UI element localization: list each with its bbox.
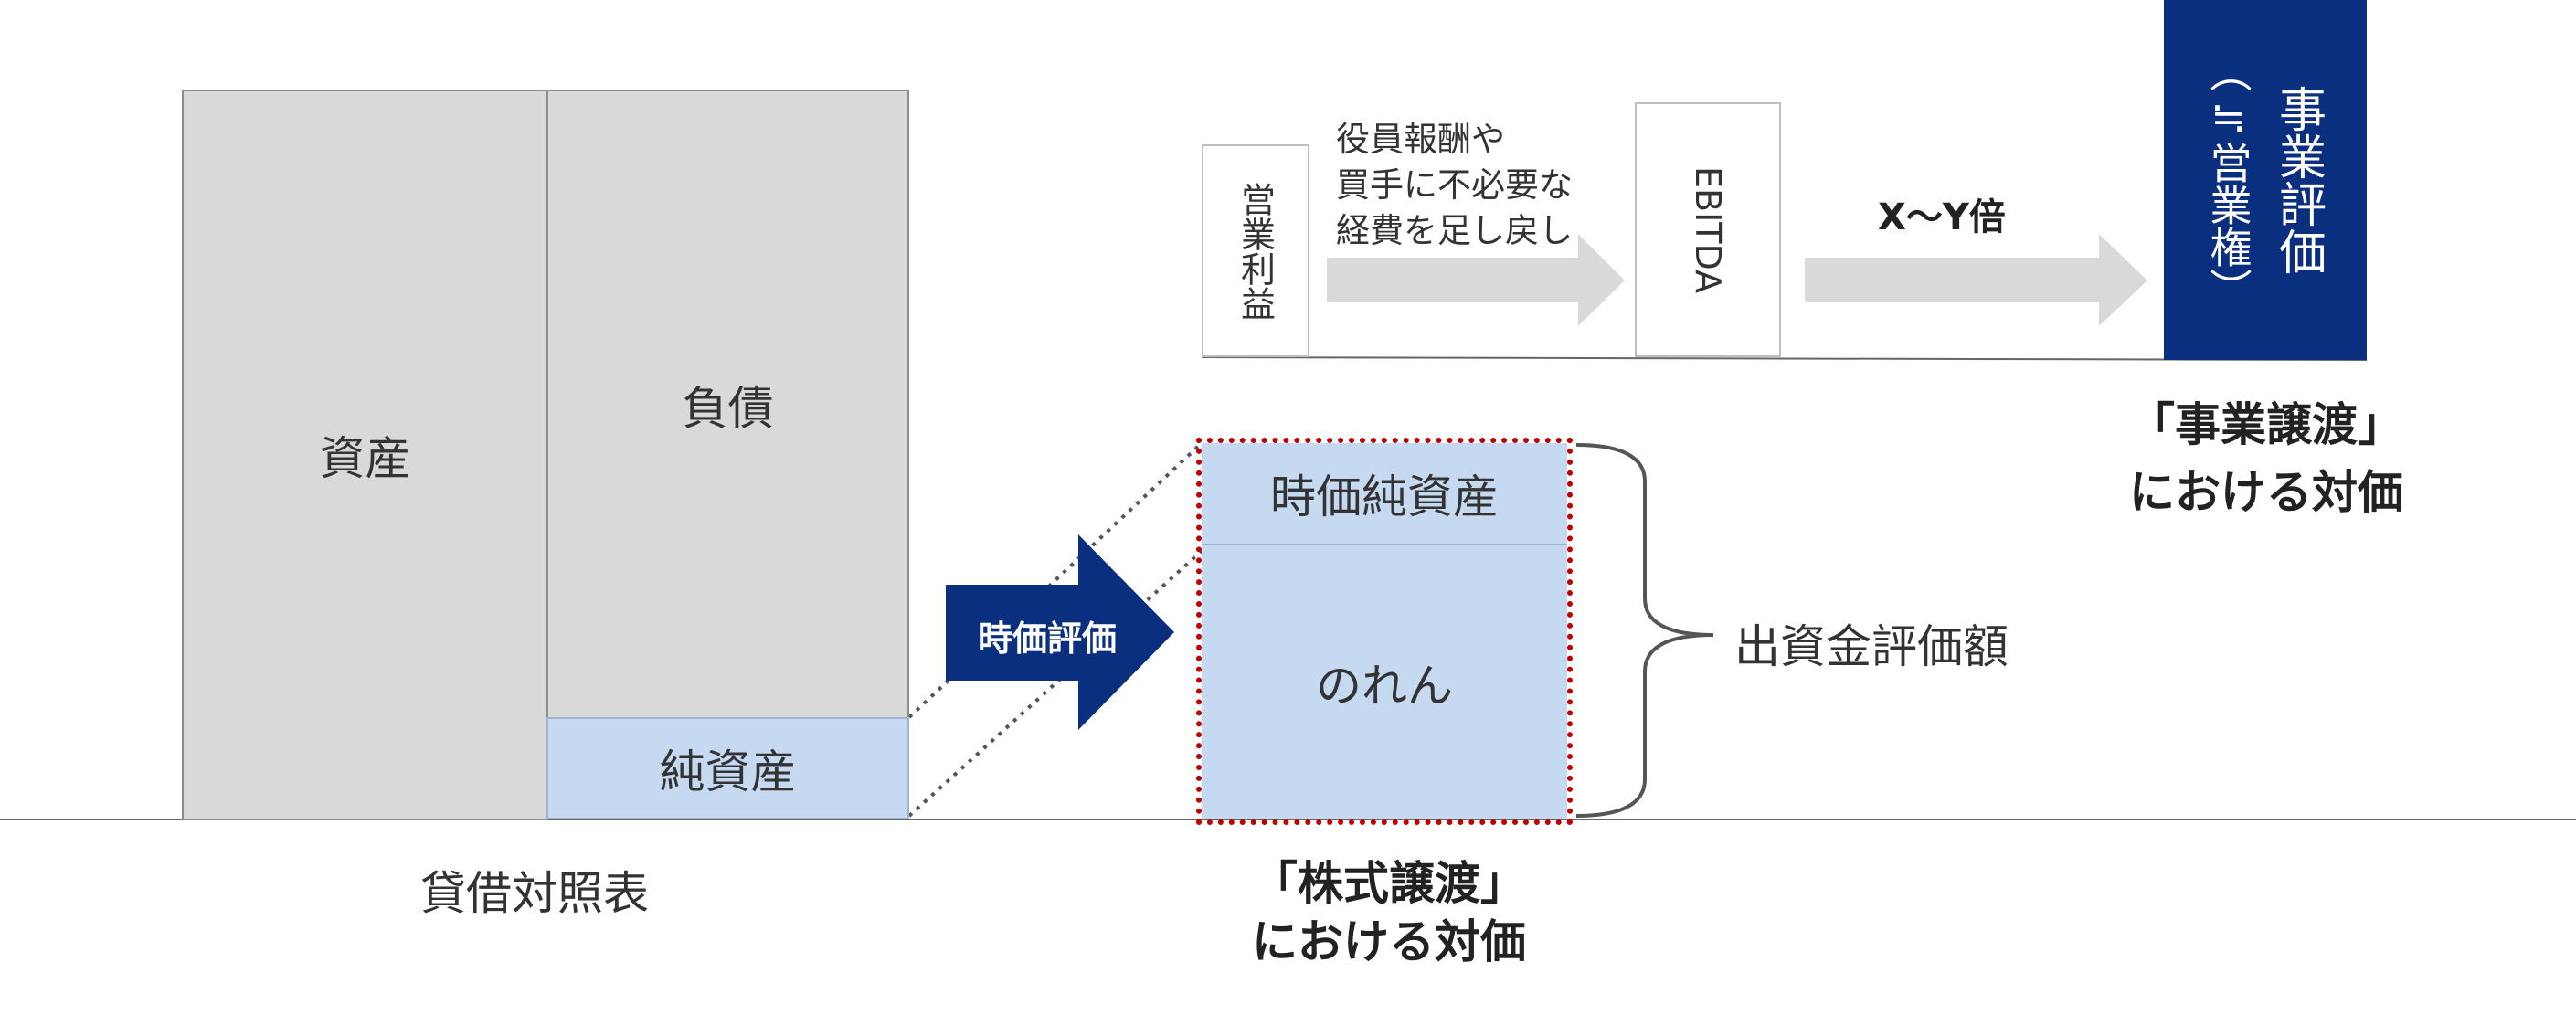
liabilities-block: 負債 bbox=[546, 90, 909, 719]
multiple-arrow-shape bbox=[1805, 234, 2147, 326]
connector-line-top bbox=[907, 441, 1203, 719]
market-net-assets-block: 時価純資産 bbox=[1202, 443, 1567, 545]
balance-sheet-caption: 貸借対照表 bbox=[420, 867, 649, 920]
brace-shape bbox=[1575, 443, 1714, 818]
ebitda-box: EBITDA bbox=[1635, 102, 1781, 357]
business-transfer-caption: 「事業譲渡」 における対価 bbox=[2093, 391, 2440, 526]
share-transfer-caption: 「株式譲渡」 における対価 bbox=[1206, 854, 1572, 971]
market-net-assets-label: 時価純資産 bbox=[1270, 470, 1499, 523]
multiple-label: X〜Y倍 bbox=[1878, 196, 2006, 238]
share-transfer-caption-line2: における対価 bbox=[1252, 915, 1526, 968]
business-value-main-label: 事業評価 bbox=[2270, 85, 2326, 275]
adjustment-text: 役員報酬や 買手に不必要な 経費を足し戻し bbox=[1336, 117, 1573, 254]
equity-stack: 時価純資産 のれん bbox=[1196, 438, 1573, 825]
business-transfer-caption-line1: 「事業譲渡」 bbox=[2129, 398, 2403, 451]
adjustment-line1: 役員報酬や bbox=[1336, 120, 1505, 159]
operating-profit-box: 営業利益 bbox=[1202, 144, 1309, 357]
adjustment-line3: 経費を足し戻し bbox=[1336, 211, 1573, 250]
net-assets-label: 純資産 bbox=[659, 745, 797, 798]
valuation-arrow-label: 時価評価 bbox=[978, 619, 1118, 659]
adjustment-arrow-shape bbox=[1327, 234, 1625, 326]
liabilities-label: 負債 bbox=[682, 381, 774, 435]
brace-label: 出資金評価額 bbox=[1734, 620, 2009, 673]
ebitda-label: EBITDA bbox=[1688, 165, 1728, 294]
share-transfer-caption-line1: 「株式譲渡」 bbox=[1252, 857, 1526, 910]
goodwill-block: のれん bbox=[1202, 545, 1567, 819]
net-assets-block: 純資産 bbox=[546, 717, 909, 819]
adjustment-line2: 買手に不必要な bbox=[1336, 165, 1573, 205]
business-transfer-caption-line2: における対価 bbox=[2129, 466, 2403, 519]
goodwill-label: のれん bbox=[1316, 660, 1453, 713]
operating-profit-label: 営業利益 bbox=[1235, 181, 1276, 321]
assets-block: 資産 bbox=[182, 90, 548, 820]
business-value-box: （≒営業権） 事業評価 bbox=[2164, 0, 2367, 360]
valuation-arrow-shape bbox=[946, 534, 1174, 730]
business-value-sub-label: （≒営業権） bbox=[2203, 50, 2253, 310]
assets-label: 資産 bbox=[319, 432, 411, 485]
